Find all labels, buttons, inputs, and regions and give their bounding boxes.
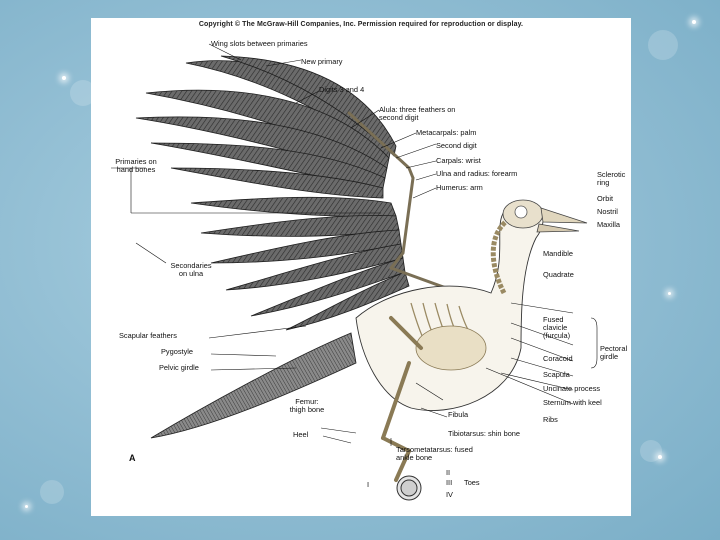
label-scapular-feathers: Scapular feathers [119,332,177,340]
foot [397,476,421,500]
label-ribs: Ribs [543,416,558,424]
label-humerus: Humerus: arm [436,184,483,192]
background-sparkle [25,505,28,508]
label-pygostyle: Pygostyle [161,348,193,356]
label-sclerotic-line2: ring [597,179,609,187]
label-femur-line2: thigh bone [277,406,337,414]
background-sparkle [692,20,696,24]
label-quadrate: Quadrate [543,271,574,279]
label-primaries-line2: hand bones [106,166,166,174]
label-sternum-keel: Sternum with keel [543,399,602,407]
label-maxilla: Maxilla [597,221,620,229]
label-tibiotarsus: Tibiotarsus: shin bone [448,430,520,438]
primary-feathers [136,56,396,198]
label-secondaries-line2: on ulna [161,270,221,278]
label-toe-i: I [367,481,369,489]
label-scapula: Scapula [543,371,570,379]
label-coracoid: Coracoid [543,355,573,363]
label-fused-line3: (furcula) [543,332,570,340]
diagram-slide: Copyright © The McGraw-Hill Companies, I… [91,18,631,516]
label-toes: Toes [464,479,480,487]
label-alula-line2: second digit [379,114,418,122]
panel-letter: A [129,453,136,463]
label-pelvic-girdle: Pelvic girdle [159,364,199,372]
label-orbit: Orbit [597,195,613,203]
background-sparkle [62,76,66,80]
label-pectoral-line2: girdle [600,353,618,361]
background-sparkle [668,292,671,295]
sternum-keel [416,326,486,370]
label-toe-ii: II [446,469,450,477]
skull [503,200,587,232]
label-toe-iii: III [446,479,452,487]
label-second-digit: Second digit [436,142,477,150]
label-tarsometatarsus-line2: ankle bone [396,454,432,462]
label-toe-iv: IV [446,491,453,499]
label-carpals: Carpals: wrist [436,157,481,165]
label-mandible: Mandible [543,250,573,258]
label-fibula: Fibula [448,411,468,419]
label-new-primary: New primary [301,58,342,66]
label-digits-3-4: Digits 3 and 4 [319,86,364,94]
label-nostril: Nostril [597,208,618,216]
label-metacarpals: Metacarpals: palm [416,129,476,137]
background-bokeh [40,480,64,504]
background-sparkle [658,455,662,459]
label-ulna-radius: Ulna and radius: forearm [436,170,517,178]
background-bokeh [648,30,678,60]
label-heel: Heel [293,431,308,439]
label-uncinate-process: Uncinate process [543,385,600,393]
label-wing-slots: Wing slots between primaries [211,40,308,48]
